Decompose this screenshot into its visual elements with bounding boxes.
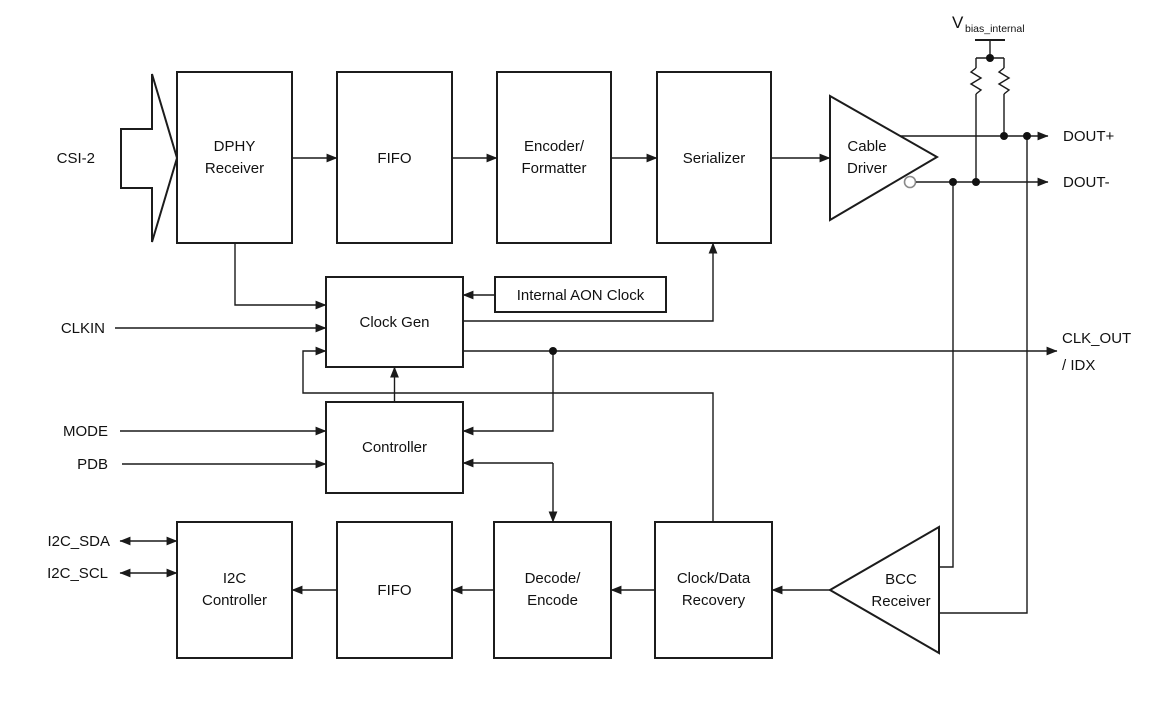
block-label: FIFO — [377, 150, 411, 167]
clkin-port-label: CLKIN — [61, 320, 105, 337]
block-decode-encode: Decode/ Encode — [493, 521, 612, 659]
wire-clkout-branch-to-controller — [462, 351, 554, 436]
inversion-bubble-icon — [903, 175, 917, 189]
clk-out-port-label: CLK_OUT — [1062, 330, 1131, 347]
block-label: Formatter — [521, 160, 586, 177]
wire-clockgen-to-serializer — [463, 242, 718, 322]
wire-doutplus-tap-to-bcc — [939, 136, 1028, 614]
wire-doutminus-tap-to-bcc — [939, 182, 954, 568]
i2c-sda-port-label: I2C_SDA — [47, 533, 110, 550]
block-serializer: Serializer — [656, 71, 772, 244]
block-label: Receiver — [871, 593, 930, 610]
junction-dot — [986, 54, 994, 62]
block-fifo-bottom: FIFO — [336, 521, 453, 659]
block-label: Cable — [847, 138, 886, 155]
dout-plus-port-label: DOUT+ — [1063, 128, 1114, 145]
vbias-label: V — [952, 13, 964, 32]
cable-driver-triangle-icon — [829, 94, 939, 222]
junction-dot — [972, 178, 980, 186]
block-fifo-top: FIFO — [336, 71, 453, 244]
block-label: Controller — [202, 592, 267, 609]
wire-cdr-to-clockgen — [302, 346, 714, 522]
junction-dot — [949, 178, 957, 186]
dout-minus-port-label: DOUT- — [1063, 174, 1110, 191]
block-clock-data-recovery: Clock/Data Recovery — [654, 521, 773, 659]
vbias-supply-network: V bias_internal — [952, 13, 1025, 182]
block-clock-gen: Clock Gen — [325, 276, 464, 368]
block-label: BCC — [885, 571, 917, 588]
resistor-symbol — [969, 67, 983, 95]
block-dphy-receiver: DPHY Receiver — [176, 71, 293, 244]
block-label: Serializer — [683, 150, 746, 167]
block-label: Decode/ — [525, 570, 582, 587]
mode-port-label: MODE — [63, 423, 108, 440]
pdb-port-label: PDB — [77, 456, 108, 473]
block-label: FIFO — [377, 582, 411, 599]
resistor-symbol — [997, 67, 1011, 95]
block-label: I2C — [223, 570, 247, 587]
block-label: Controller — [362, 439, 427, 456]
wire-dphy-to-clockgen — [234, 243, 327, 310]
block-i2c-controller: I2C Controller — [176, 521, 293, 659]
block-encoder-formatter: Encoder/ Formatter — [496, 71, 612, 244]
csi2-block-arrow-icon — [120, 73, 179, 243]
block-label: Clock/Data — [677, 570, 751, 587]
block-label: Driver — [847, 160, 887, 177]
block-internal-aon-clock: Internal AON Clock — [494, 276, 667, 313]
block-label: Encode — [527, 592, 578, 609]
block-label: Receiver — [205, 160, 264, 177]
i2c-scl-port-label: I2C_SCL — [47, 565, 108, 582]
bcc-receiver-triangle-icon — [828, 525, 940, 655]
block-label: Encoder/ — [524, 138, 585, 155]
block-label: DPHY — [214, 138, 256, 155]
junction-dot — [549, 347, 557, 355]
block-label: Internal AON Clock — [517, 287, 645, 304]
clk-out-port-label2: / IDX — [1062, 357, 1095, 374]
block-cable-driver: Cable Driver — [829, 94, 939, 222]
csi2-port-label: CSI-2 — [57, 150, 95, 167]
junction-dot — [1023, 132, 1031, 140]
block-bcc-receiver: BCC Receiver — [828, 525, 940, 655]
vbias-subscript-label: bias_internal — [965, 23, 1025, 35]
junction-dot — [1000, 132, 1008, 140]
block-controller: Controller — [325, 401, 464, 494]
block-label: Recovery — [682, 592, 746, 609]
block-label: Clock Gen — [359, 314, 429, 331]
